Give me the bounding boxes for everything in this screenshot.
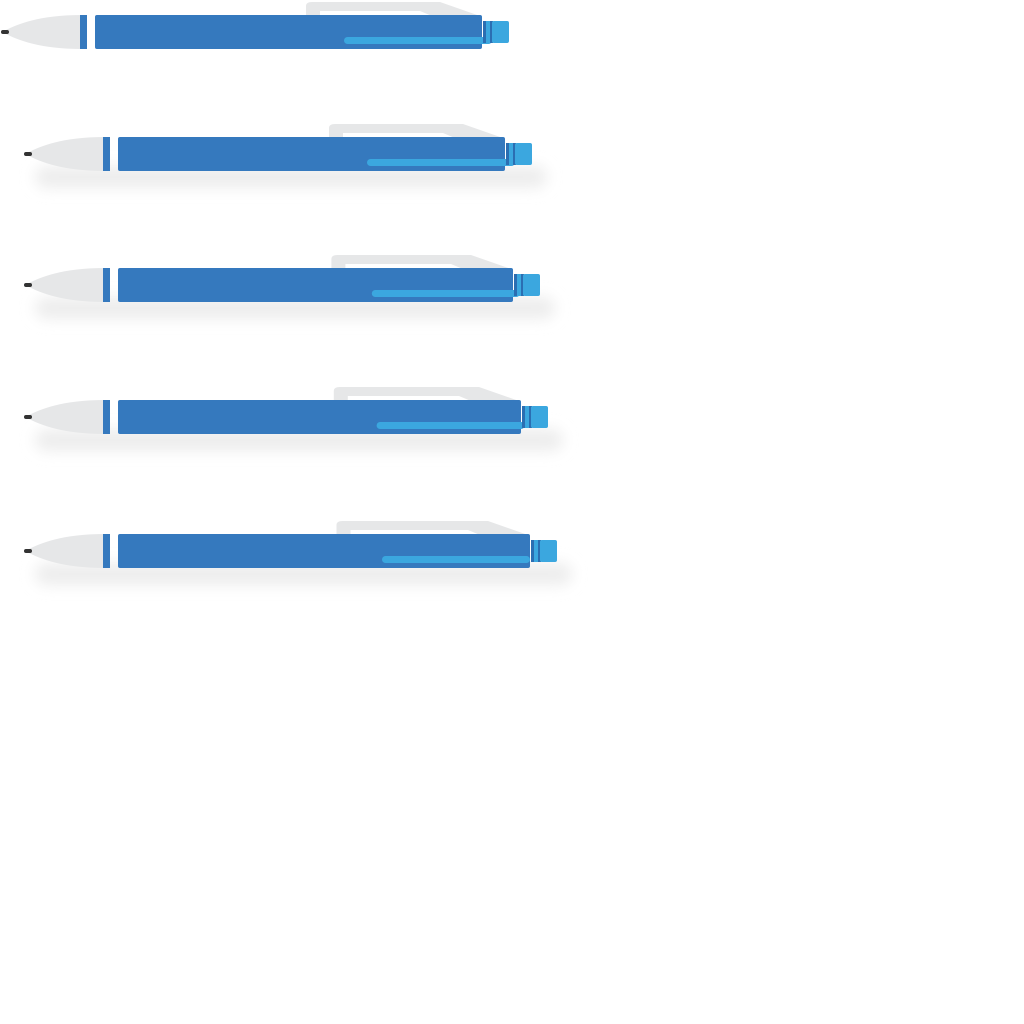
pen-barrel-stripe [376, 422, 525, 429]
pen-barrel-stripe [367, 159, 515, 166]
pen-tip-cone [29, 534, 105, 568]
pen-tip-cone [29, 137, 105, 171]
pen-barrel-stripe [371, 290, 520, 297]
pen-writing-point [24, 152, 32, 156]
pen-shadow [35, 297, 555, 319]
pen-writing-point [24, 283, 32, 287]
pen-tip-cone [29, 400, 105, 434]
pen-cap-band [517, 274, 521, 296]
pen-grip-ring [103, 268, 110, 302]
pen-grip-ring [103, 137, 110, 171]
pen-4 [24, 387, 563, 451]
pen-grip-ring [80, 15, 87, 49]
pen-clip [331, 255, 511, 269]
pen-clip [329, 124, 503, 138]
pen-shadow [35, 166, 547, 188]
pen-clip [336, 521, 528, 535]
pen-clicker-button [523, 274, 540, 296]
pen-3 [24, 255, 555, 319]
pen-clip [306, 2, 480, 16]
pen-clip [333, 387, 519, 401]
pen-barrel-stripe [344, 37, 492, 44]
pen-grip-ring [103, 400, 110, 434]
pen-cap-band [525, 406, 529, 428]
pen-tip-cone [29, 268, 105, 302]
pen-5 [24, 521, 572, 585]
pen-shadow [35, 563, 572, 585]
pen-2 [24, 124, 547, 188]
pen-cap-band [486, 21, 490, 43]
pen-shadow [35, 429, 563, 451]
pen-cap-band [534, 540, 538, 562]
pen-writing-point [1, 30, 9, 34]
pen-1 [1, 2, 509, 49]
pen-tip-cone [6, 15, 82, 49]
pen-grip-ring [103, 534, 110, 568]
pen-writing-point [24, 415, 32, 419]
pen-clicker-button [531, 406, 548, 428]
pen-cap-band [509, 143, 513, 165]
pen-clicker-button [540, 540, 557, 562]
pen-clicker-button [515, 143, 532, 165]
pen-writing-point [24, 549, 32, 553]
pen-clicker-button [492, 21, 509, 43]
pen-barrel-stripe [382, 556, 530, 563]
